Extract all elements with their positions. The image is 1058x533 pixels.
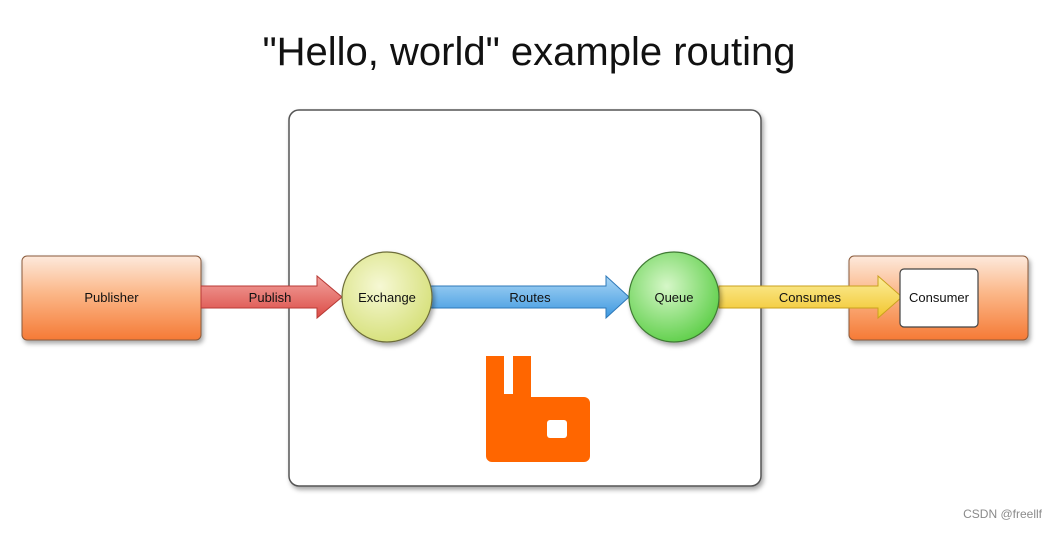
diagram-title: "Hello, world" example routing <box>262 30 796 74</box>
queue-node: Queue <box>628 251 720 343</box>
publisher-label: Publisher <box>84 290 139 305</box>
consumes-arrow: Consumes <box>718 274 903 320</box>
publish-label: Publish <box>249 290 292 305</box>
exchange-label: Exchange <box>358 290 416 305</box>
publish-arrow: Publish <box>200 274 343 320</box>
routes-label: Routes <box>509 290 551 305</box>
routes-arrow: Routes <box>430 274 630 320</box>
queue-label: Queue <box>654 290 693 305</box>
exchange-node: Exchange <box>341 251 433 343</box>
consumer-label: Consumer <box>909 290 970 305</box>
watermark: CSDN @freellf <box>963 507 1042 521</box>
rabbitmq-logo-icon <box>486 356 590 462</box>
publisher-node: Publisher <box>21 255 202 341</box>
consumes-label: Consumes <box>779 290 842 305</box>
consumer-node: Consumer <box>899 268 979 328</box>
